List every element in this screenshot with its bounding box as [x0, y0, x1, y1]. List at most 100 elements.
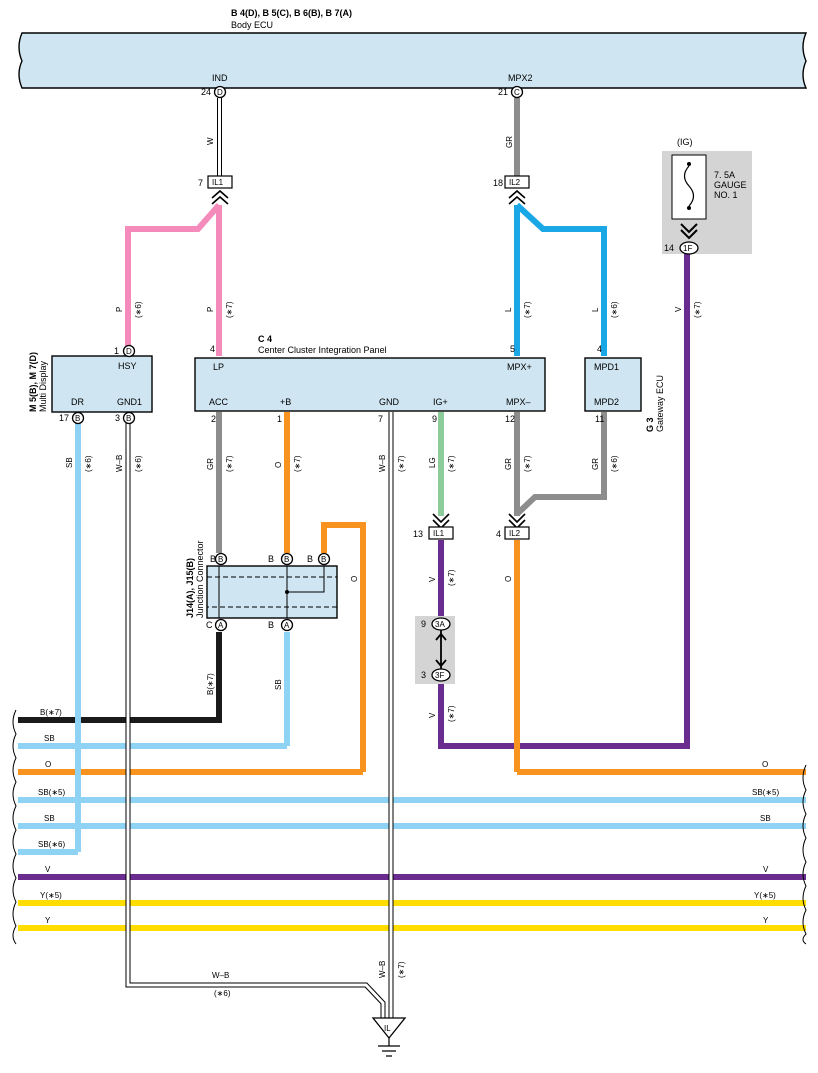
- wire-label: W: [206, 137, 215, 145]
- wire-label: GR: [504, 458, 513, 470]
- connector-label: IL2: [509, 178, 521, 187]
- pin-number: 13: [413, 529, 423, 539]
- connector-a: [280, 618, 294, 632]
- pin-name: MPX+: [507, 362, 532, 372]
- connector-label: 1F: [683, 244, 692, 253]
- ground-label: IL: [384, 1024, 391, 1033]
- wire-label: GR: [505, 136, 514, 148]
- pin-name: MPD1: [594, 362, 619, 372]
- wire-mpd1-blue: [514, 202, 607, 356]
- wire-label: (∗6): [134, 455, 143, 472]
- pin-name: ACC: [209, 397, 229, 407]
- pin-number: 18: [493, 178, 503, 188]
- pin-name: +B: [280, 397, 291, 407]
- pin-number: 17: [59, 413, 69, 423]
- pin-name: DR: [71, 397, 84, 407]
- connector-letter: B: [75, 414, 80, 423]
- wire-label: O: [274, 462, 283, 468]
- ground-wire-label: W–B: [378, 961, 387, 978]
- ground-point-icon: [371, 1017, 407, 1040]
- body-ecu-pin-mpx2: MPX2: [508, 73, 533, 83]
- wire-label: V: [428, 712, 437, 718]
- fuse-number: NO. 1: [714, 190, 738, 200]
- wire-gnd1-wb: [125, 423, 386, 1018]
- wire-label: GR: [591, 458, 600, 470]
- pin-letter: B: [210, 554, 216, 564]
- pin-letter: C: [206, 620, 213, 630]
- connector-label: IL2: [509, 529, 521, 538]
- wire-label: P: [115, 307, 124, 312]
- wire-label: SB: [274, 679, 283, 690]
- connector-letter: B: [321, 555, 326, 564]
- bus-label-sb-right: SB: [760, 814, 771, 823]
- pin-number: 7: [378, 414, 383, 424]
- ground-wire-note: (∗6): [214, 989, 231, 998]
- bus-label-sb-left: SB: [44, 814, 55, 823]
- connector-chevron-icon: [508, 513, 526, 530]
- gateway-code: G 3: [645, 417, 655, 432]
- bus-label-y-left: Y: [45, 916, 51, 925]
- fuse-terminal-icon: [687, 162, 691, 166]
- junction-name: Junction Connector: [195, 540, 205, 618]
- connector-letter: B: [126, 414, 131, 423]
- wire-label: (∗7): [447, 705, 456, 722]
- pin-name: HSY: [118, 361, 137, 371]
- connector-chevron-icon: [211, 189, 229, 205]
- wire-label: LG: [428, 457, 437, 468]
- pin-number: 5: [510, 344, 515, 354]
- fuse-terminal-icon: [687, 206, 691, 210]
- wire-label: (∗7): [447, 569, 456, 586]
- wire-label: P: [206, 307, 215, 312]
- connector-label: IL1: [433, 529, 445, 538]
- wire-label: (∗7): [693, 301, 702, 318]
- pin-name: GND: [379, 397, 400, 407]
- connector-label: 3F: [435, 671, 444, 680]
- pin-number: 9: [421, 619, 426, 629]
- connector-label: 3A: [435, 620, 445, 629]
- connector-letter: B: [284, 555, 289, 564]
- ground-wire-note: (∗7): [397, 961, 406, 978]
- bus-lines: [18, 717, 806, 931]
- bus-label-o: O: [45, 760, 51, 769]
- gateway-name: Gateway ECU: [655, 375, 665, 432]
- bus-label-o-right: O: [762, 760, 768, 769]
- connector-c: [510, 85, 524, 99]
- junction-codes: J14(A), J15(B): [185, 558, 195, 618]
- pin-number: 14: [664, 243, 674, 253]
- fuse-rating: 7. 5A: [714, 170, 735, 180]
- wire-label: W–B: [378, 455, 387, 472]
- pin-number: 7: [198, 178, 203, 188]
- pin-number: 3: [115, 413, 120, 423]
- wire-label: (∗6): [134, 301, 143, 318]
- right-break-line: [802, 764, 807, 945]
- body-ecu-pin-ind: IND: [212, 73, 228, 83]
- gateway-box: [584, 357, 642, 412]
- wire-label: L: [591, 307, 600, 312]
- wire-label: (∗7): [447, 455, 456, 472]
- pin-number: 2: [211, 414, 216, 424]
- fuse-name: GAUGE: [714, 180, 747, 190]
- connector-b: [214, 552, 228, 566]
- bus-label-y-right: Y: [763, 916, 769, 925]
- wire-labels: W GR P (∗6) P (∗7) L (∗7) L (∗6) V (∗7) …: [65, 136, 702, 722]
- wire-label: (∗7): [293, 455, 302, 472]
- connector-a: [214, 618, 228, 632]
- bus-label-sb5-left: SB(∗5): [38, 788, 65, 797]
- connector-chevron-icon: [680, 223, 698, 240]
- connector-b: [122, 411, 136, 425]
- wire-label: V: [674, 306, 683, 312]
- connector-3f: [431, 668, 451, 682]
- pin-number: 3: [421, 670, 426, 680]
- junction-inner: [206, 576, 338, 608]
- fuse-icon: [683, 165, 695, 207]
- ground-wire-label: W–B: [212, 971, 229, 980]
- bus-label-sb: SB: [44, 734, 55, 743]
- bus-label-v-right: V: [763, 865, 769, 874]
- connector-letter: D: [126, 347, 132, 356]
- wire-label: O: [504, 576, 513, 582]
- connector-link-icon: [435, 630, 447, 669]
- connector-letter: C: [514, 88, 520, 97]
- pin-number: 4: [210, 344, 215, 354]
- wire-label: GR: [206, 458, 215, 470]
